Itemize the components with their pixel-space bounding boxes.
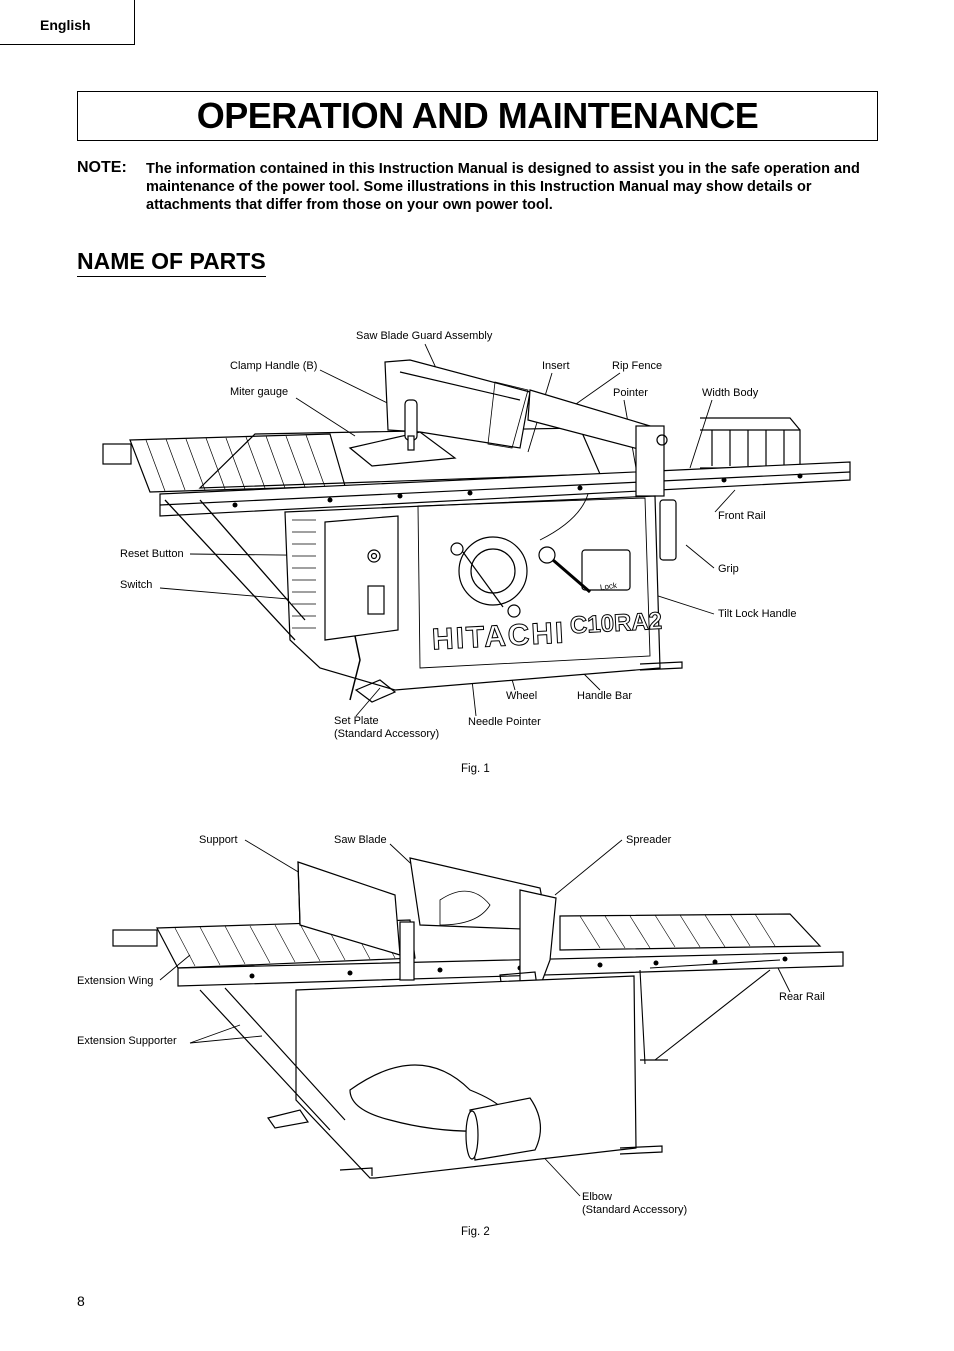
label-pointer: Pointer — [613, 387, 648, 399]
page-number: 8 — [77, 1293, 85, 1309]
label-clamp-handle-b: Clamp Handle (B) — [230, 360, 318, 372]
label-elbow: Elbow — [582, 1191, 612, 1203]
table-saw-front-illustration — [102, 343, 851, 717]
label-extension-wing: Extension Wing — [77, 975, 154, 987]
figure-2: Support Saw Blade Spreader Extension Win… — [0, 830, 954, 1250]
label-miter-gauge: Miter gauge — [230, 386, 289, 398]
table-saw-rear-illustration — [112, 839, 844, 1197]
label-rear-rail: Rear Rail — [779, 991, 825, 1003]
label-switch: Switch — [120, 579, 153, 591]
label-wheel: Wheel — [506, 690, 538, 702]
label-support: Support — [199, 834, 238, 846]
label-saw-blade-guard-assembly: Saw Blade Guard Assembly — [356, 330, 493, 342]
label-tilt-lock-handle: Tilt Lock Handle — [718, 608, 797, 620]
section-heading: NAME OF PARTS — [77, 248, 266, 277]
language-label: English — [40, 17, 91, 33]
page-title-box: OPERATION AND MAINTENANCE — [77, 91, 878, 141]
label-spreader: Spreader — [626, 834, 672, 846]
figure-1: HITACHI C10RA2 Lock Saw Blade Guard Asse… — [0, 320, 954, 790]
page-title: OPERATION AND MAINTENANCE — [196, 95, 759, 136]
label-handle-bar: Handle Bar — [577, 690, 633, 702]
label-grip: Grip — [718, 563, 739, 575]
label-set-plate: Set Plate — [334, 715, 379, 727]
note-label: NOTE: — [77, 159, 127, 176]
label-needle-pointer: Needle Pointer — [468, 716, 541, 728]
figure-1-caption: Fig. 1 — [461, 763, 490, 775]
figure-2-caption: Fig. 2 — [461, 1226, 490, 1238]
label-reset-button: Reset Button — [120, 548, 184, 560]
label-width-body: Width Body — [702, 387, 759, 399]
label-rip-fence: Rip Fence — [612, 360, 663, 372]
brand-logo: HITACHI — [431, 616, 567, 657]
note-text: The information contained in this Instru… — [146, 161, 860, 213]
label-set-plate-note: (Standard Accessory) — [334, 728, 440, 740]
label-saw-blade: Saw Blade — [334, 834, 387, 846]
label-extension-supporter: Extension Supporter — [77, 1035, 177, 1047]
label-elbow-note: (Standard Accessory) — [582, 1204, 688, 1216]
label-insert: Insert — [542, 360, 570, 372]
label-front-rail: Front Rail — [718, 510, 766, 522]
language-tab: English — [0, 0, 135, 45]
model-logo: C10RA2 — [569, 607, 663, 640]
